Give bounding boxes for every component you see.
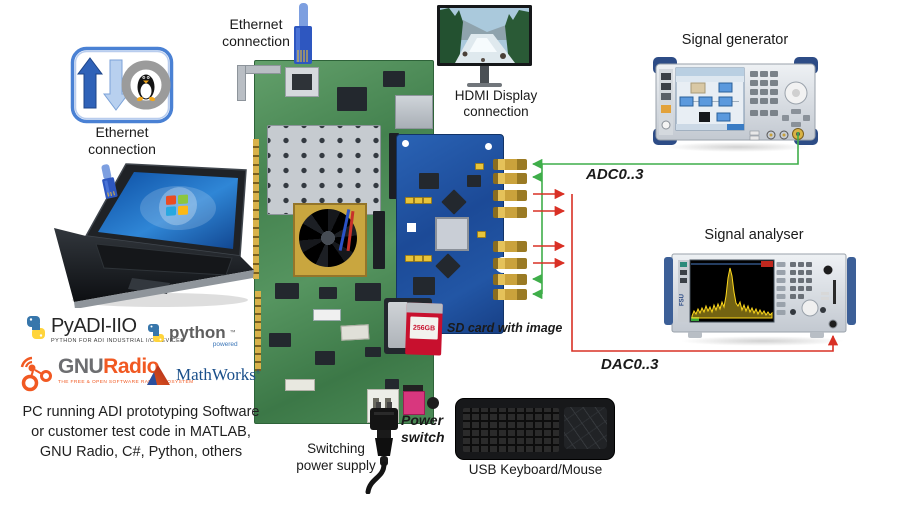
sma-connector-dac1 (493, 207, 527, 218)
generator-screen (675, 67, 745, 131)
sma-connector-adc3 (493, 289, 527, 300)
fmc-adc-dac-card-image (396, 134, 527, 334)
monitor-wallpaper (440, 8, 529, 63)
python-title: python (169, 323, 226, 342)
iio-ring (121, 60, 171, 110)
pyadi-python-icon (27, 316, 45, 339)
ethernet-port (285, 67, 319, 97)
logo-pyadi: PyADI-IIO PYTHON FOR ADI INDUSTRIAL I/O … (24, 315, 185, 344)
python-trademark: ™ (229, 330, 236, 336)
label-signal-analyser: Signal analyser (704, 227, 804, 243)
ethernet-cable-icon (294, 3, 312, 64)
label-usb-keyboard: USB Keyboard/Mouse (468, 462, 603, 477)
mathworks-registered: ® (255, 369, 261, 376)
sd-card-image: 256GB (405, 302, 443, 356)
label-power-supply: Switching power supply (296, 441, 376, 473)
sfp-cage (395, 95, 433, 129)
label-sd-card: SD card with image (447, 321, 563, 335)
sma-connector-adc0 (493, 159, 527, 170)
iio-linux-logo (70, 46, 174, 124)
label-power-switch: Power switch (401, 412, 445, 445)
sma-connector-adc1 (493, 173, 527, 184)
generator-arrow-keys (782, 109, 810, 127)
python-icon (148, 324, 164, 342)
fmc-main-chip (435, 217, 469, 251)
sma-connector-adc2 (493, 274, 527, 285)
upload-arrow-icon (77, 57, 103, 109)
windows-logo-icon (159, 187, 197, 226)
pc-description: PC running ADI prototyping Software or c… (22, 404, 260, 460)
label-adc-bus: ADC0..3 (586, 166, 644, 183)
dip-switch (313, 309, 341, 321)
sd-card-capacity: 256GB (412, 324, 436, 333)
label-hdmi: HDMI Display connection (454, 88, 538, 119)
label-signal-generator: Signal generator (681, 32, 789, 48)
analyser-model-text: FSU (680, 294, 686, 306)
gnuradio-icon (20, 356, 52, 392)
logo-python: python ™ powered (146, 323, 238, 348)
pcie-edge-connector (253, 139, 259, 279)
left-handle (664, 257, 673, 325)
right-handle (847, 257, 856, 325)
logo-gnuradio: GNURadio THE FREE & OPEN SOFTWARE RADIO … (20, 355, 194, 393)
sma-connector-dac3 (493, 258, 527, 269)
power-plug-image (365, 402, 398, 494)
analyser-knob (801, 299, 819, 317)
python-subtitle: powered (212, 341, 238, 348)
hdmi-monitor-image (437, 5, 532, 87)
amber-button (661, 105, 671, 113)
analyser-left-panel: FSU (678, 260, 689, 322)
analyser-screen (689, 259, 775, 323)
logo-mathworks: MathWorks® (146, 363, 260, 387)
mathworks-icon (147, 365, 170, 385)
generator-keypad (750, 71, 778, 116)
sma-connector-dac2 (493, 241, 527, 252)
gnuradio-subtitle: THE FREE & OPEN SOFTWARE RADIO ECOSYSTEM (58, 380, 194, 385)
rj45-connector-icon (101, 164, 118, 199)
monitor-stand (480, 66, 489, 83)
gnuradio-gnu: GNU (58, 355, 104, 378)
rf-input-connector (828, 319, 838, 329)
mathworks-title: MathWorks (176, 365, 256, 384)
sma-connector-dac0 (493, 190, 527, 201)
signal-generator-image (653, 57, 818, 145)
keyboard-keys (463, 408, 559, 452)
label-ethernet-pc: Ethernet connection (88, 124, 156, 157)
label-ethernet-top: Ethernet connection (222, 16, 290, 49)
label-dac-bus: DAC0..3 (601, 356, 659, 373)
power-switch-component (403, 391, 425, 415)
gnuradio-radio: Radio (103, 355, 160, 378)
sd-card-silver (388, 302, 408, 348)
pyadi-title: PyADI-IIO (51, 315, 137, 337)
tux-penguin-icon (136, 74, 156, 102)
laptop-image (54, 163, 254, 308)
signal-analyser-image: FSU (664, 253, 856, 338)
keyboard-touchpad (564, 407, 607, 449)
usb-keyboard-image (455, 398, 615, 460)
emi-shield (267, 125, 381, 215)
pyadi-subtitle: PYTHON FOR ADI INDUSTRIAL I/O DEVICES (51, 338, 185, 344)
